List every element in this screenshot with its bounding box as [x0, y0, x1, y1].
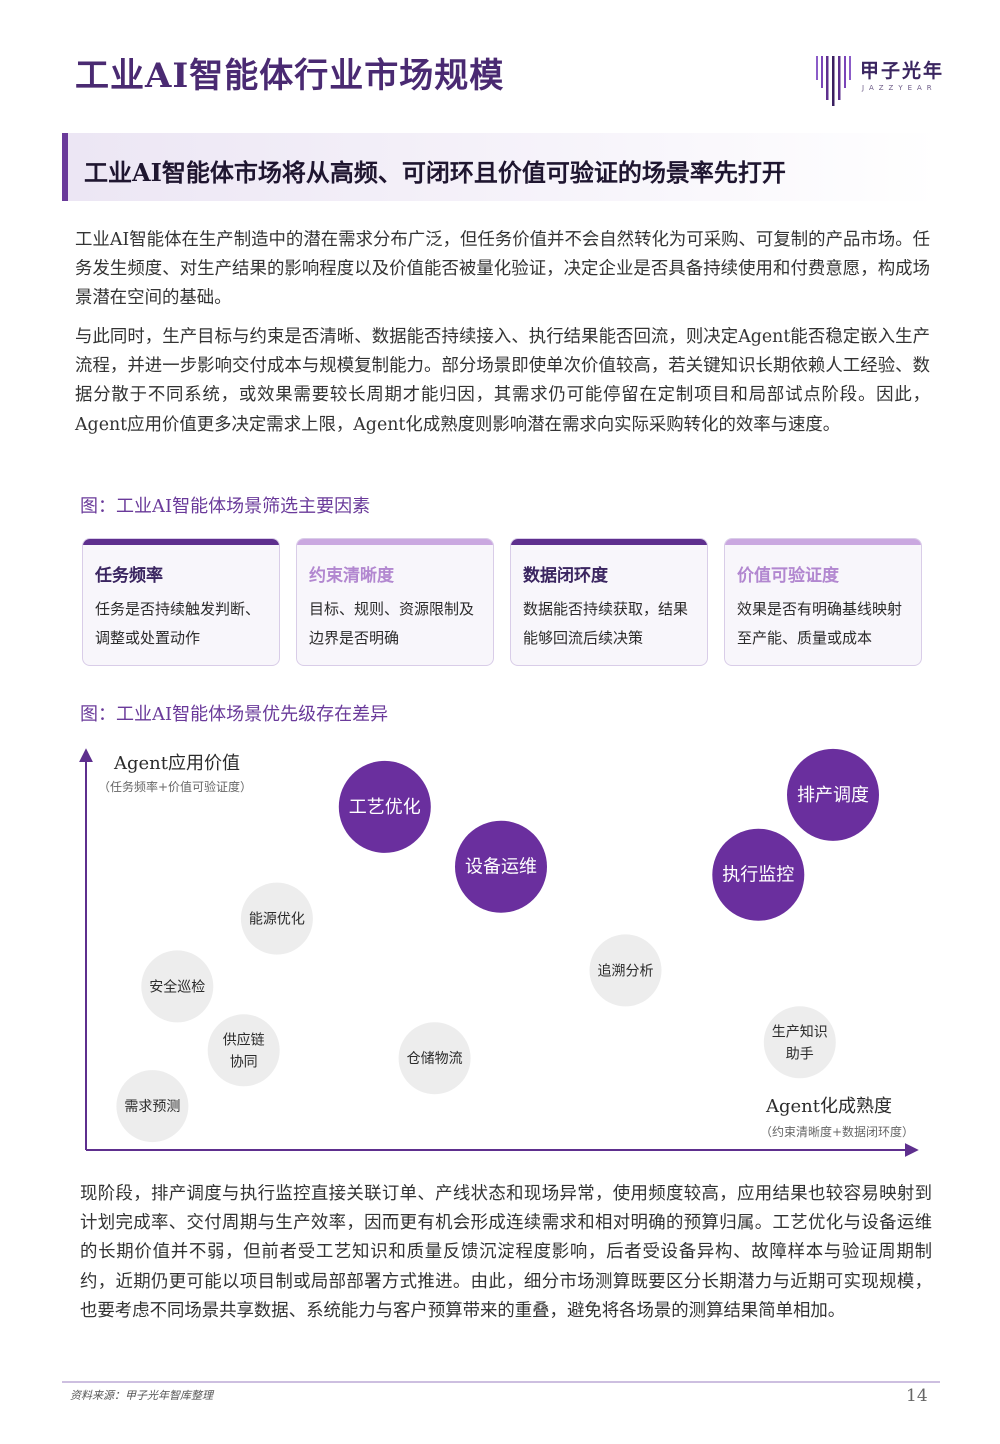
x-axis-label: Agent化成熟度	[765, 1096, 892, 1117]
bubble-2	[787, 748, 879, 841]
card-accent-bar	[83, 539, 279, 545]
bubble-3	[712, 828, 805, 921]
bubble-5	[141, 950, 214, 1023]
card-description: 数据能否持续获取，结果能够回流后续决策	[523, 600, 689, 647]
paragraph-3: 现阶段，排产调度与执行监控直接关联订单、产线状态和现场异常，使用频度较高，应用结…	[80, 1184, 932, 1321]
card-accent-bar	[725, 539, 921, 545]
card-title: 任务频率	[95, 566, 163, 586]
bubble-6	[589, 934, 662, 1007]
factor-card-constraint-clarity: 约束清晰度 目标、规则、资源限制及边界是否明确	[296, 538, 494, 666]
bubble-label-4: 能源优化	[249, 912, 305, 928]
bubble-label-2: 排产调度	[797, 785, 869, 806]
bubble-10	[116, 1070, 189, 1143]
factor-card-value-verifiability: 价值可验证度 效果是否有明确基线映射至产能、质量或成本	[724, 538, 922, 666]
section-banner: 工业AI智能体市场将从高频、可闭环且价值可验证的场景率先打开	[62, 133, 940, 201]
bubble-label-7: 供应链协同	[223, 1031, 265, 1070]
bubble-7	[207, 1014, 280, 1087]
page-number: 14	[906, 1386, 928, 1406]
paragraph-2: 与此同时，生产目标与约束是否清晰、数据能否持续接入、执行结果能否回流，则决定Ag…	[75, 327, 930, 435]
footer-divider	[62, 1381, 940, 1383]
logo-text: 甲子光年	[860, 60, 945, 82]
bubble-label-0: 工艺优化	[349, 797, 421, 818]
bubble-8	[398, 1022, 471, 1095]
bubble-1	[455, 820, 547, 913]
bubble-9	[763, 1006, 836, 1079]
bubble-label-6: 追溯分析	[598, 963, 654, 979]
y-axis-sublabel: （任务频率+价值可验证度）	[98, 779, 252, 794]
logo-subtext: JAZZYEAR	[862, 84, 937, 92]
bubble-label-1: 设备运维	[465, 857, 537, 878]
factor-card-data-loop: 数据闭环度 数据能否持续获取，结果能够回流后续决策	[510, 538, 708, 666]
card-title: 价值可验证度	[737, 566, 839, 586]
bubble-group: 工艺优化设备运维 排产调度执行监控能源优化安全巡检 追溯分析供应链协同仓储物流 生产知…	[116, 748, 879, 1143]
figure-2-caption: 图：工业AI智能体场景优先级存在差异	[80, 704, 389, 725]
section-heading: 工业AI智能体市场将从高频、可闭环且价值可验证的场景率先打开	[84, 158, 786, 187]
card-description: 效果是否有明确基线映射至产能、质量或成本	[737, 600, 903, 647]
bubble-label-5: 安全巡检	[149, 978, 205, 995]
card-title: 约束清晰度	[309, 566, 394, 586]
logo: 甲子光年 JAZZYEAR	[812, 50, 952, 106]
y-axis-label: Agent应用价值	[113, 753, 240, 774]
card-description: 目标、规则、资源限制及边界是否明确	[309, 600, 475, 647]
page-title: 工业AI智能体行业市场规模	[75, 56, 505, 96]
factor-card-task-frequency: 任务频率 任务是否持续触发判断、调整或处置动作	[82, 538, 280, 666]
x-axis-sublabel: （约束清晰度+数据闭环度）	[760, 1124, 914, 1139]
bubble-0	[338, 760, 431, 853]
card-title: 数据闭环度	[523, 566, 608, 586]
paragraph-1: 工业AI智能体在生产制造中的潜在需求分布广泛，但任务价值并不会自然转化为可采购、…	[75, 230, 930, 309]
bubble-label-8: 仓储物流	[407, 1051, 463, 1067]
bubble-4	[240, 882, 313, 955]
jazzyear-logo-icon	[816, 56, 851, 106]
figure-1-caption: 图：工业AI智能体场景筛选主要因素	[80, 496, 371, 517]
scenario-priority-chart: Agent应用价值 （任务频率+价值可验证度） Agent化成熟度 （约束清晰度…	[79, 748, 919, 1157]
bubble-label-10: 需求预测	[124, 1099, 180, 1115]
card-accent-bar	[511, 539, 707, 545]
bubble-label-3: 执行监控	[722, 865, 794, 886]
bubble-label-9: 生产知识助手	[772, 1023, 828, 1062]
card-accent-bar	[297, 539, 493, 545]
source-note: 资料来源：甲子光年智库整理	[70, 1389, 213, 1402]
card-description: 任务是否持续触发判断、调整或处置动作	[95, 600, 261, 647]
